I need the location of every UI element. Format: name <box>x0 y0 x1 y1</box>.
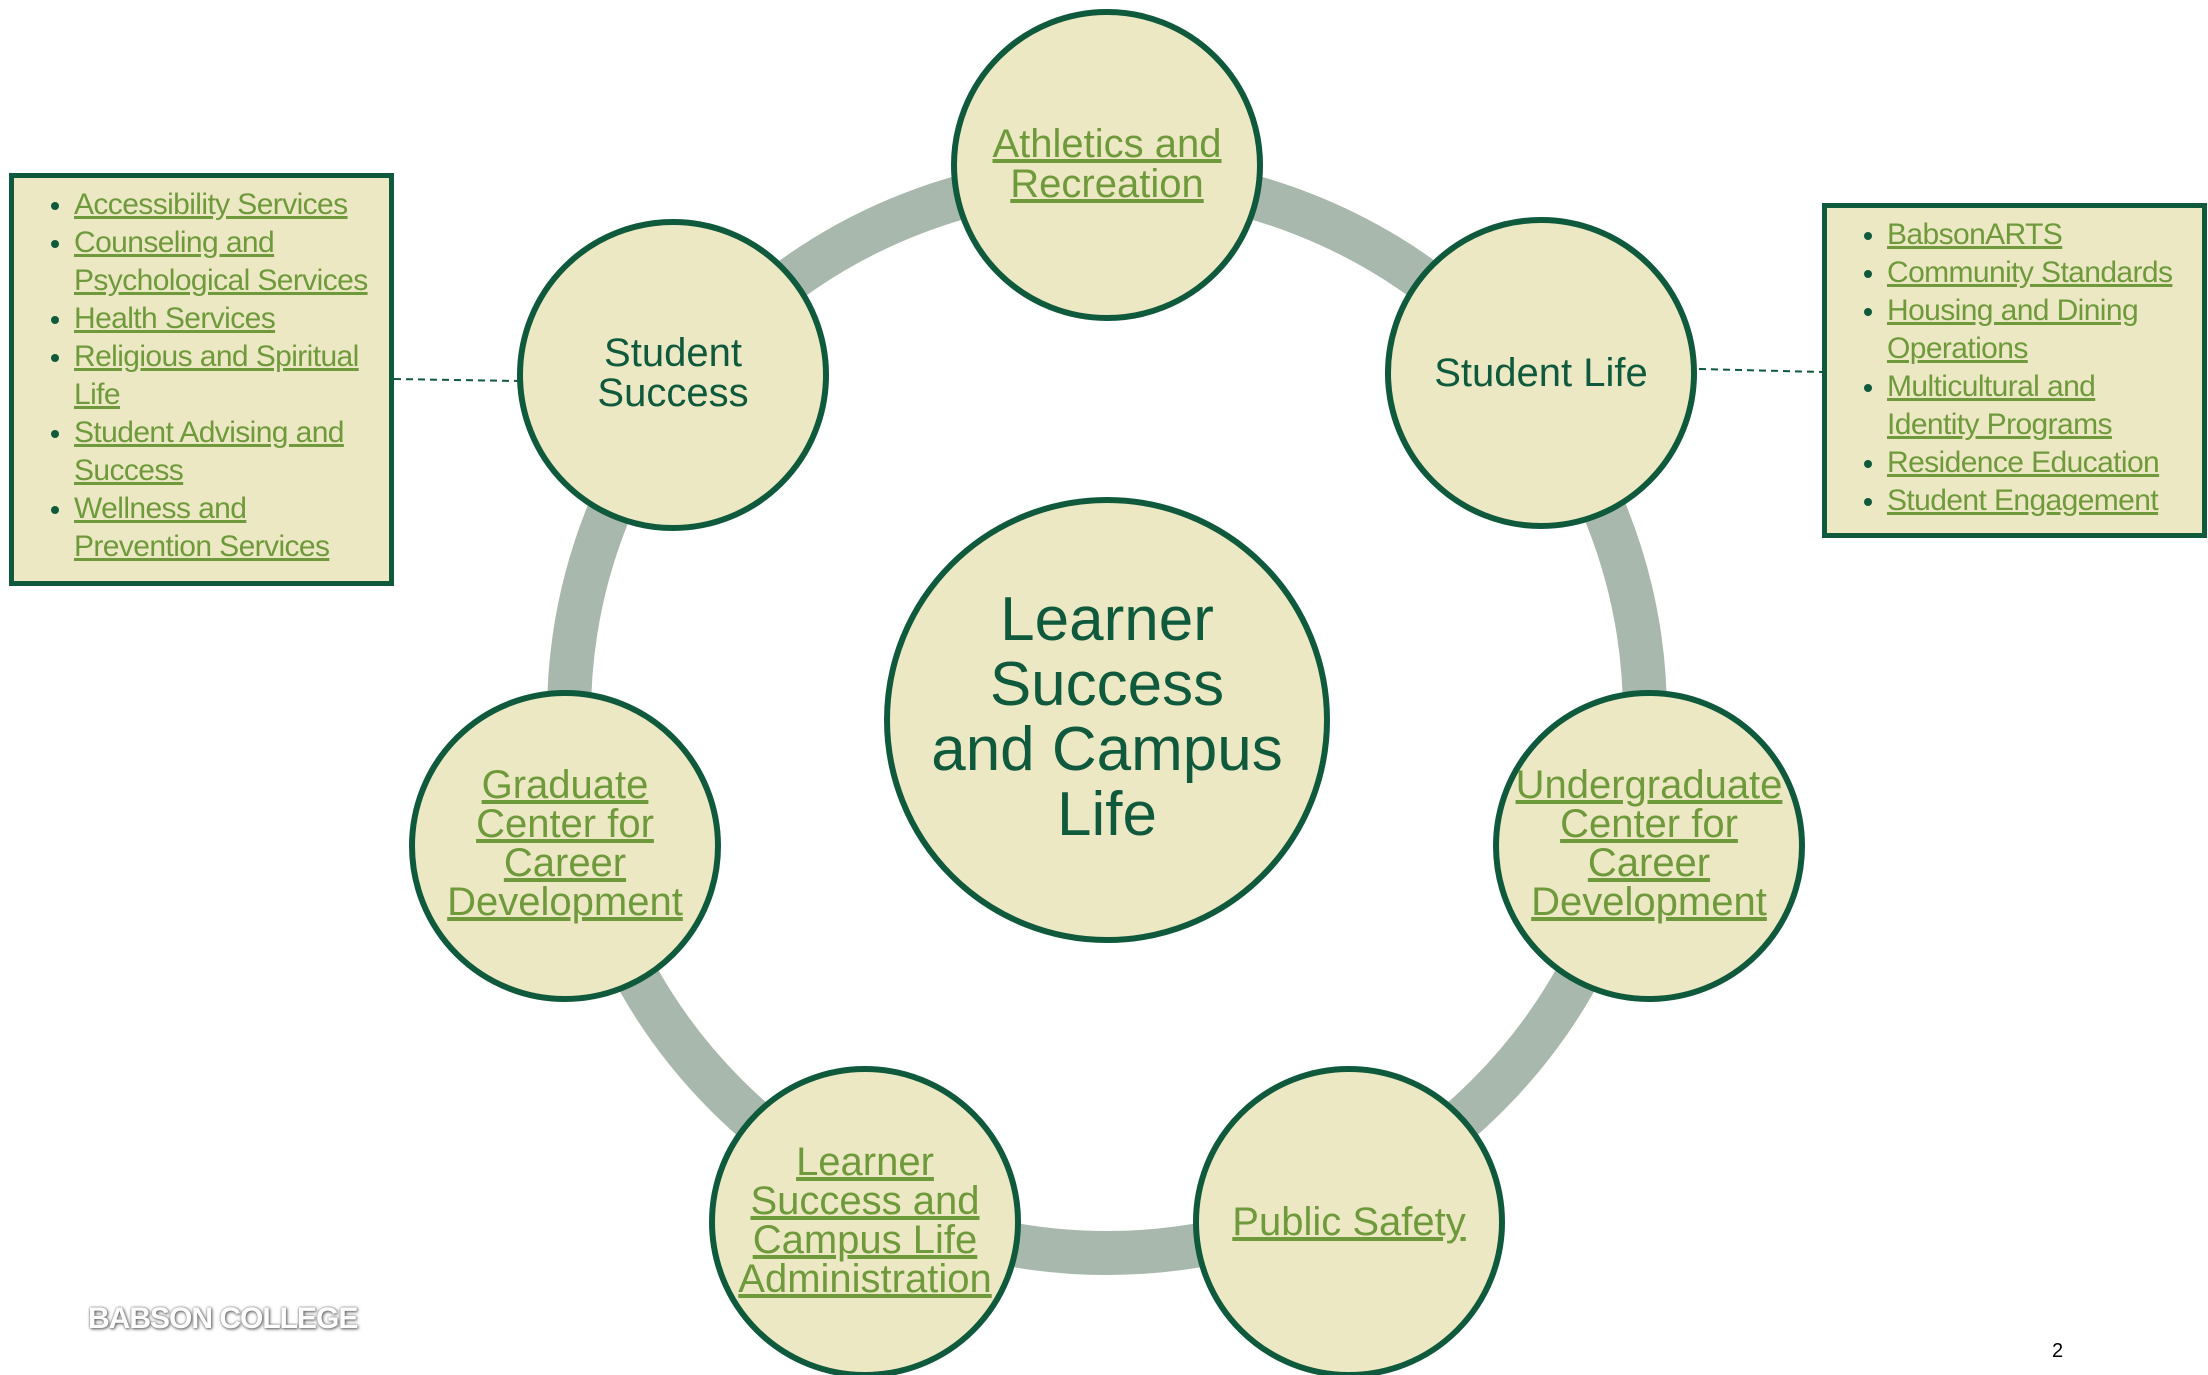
node-lscl-line-4[interactable]: Administration <box>738 1257 991 1301</box>
node-athletics-line-2[interactable]: Recreation <box>1010 162 1203 206</box>
node-lscl-line-3[interactable]: Campus Life <box>753 1218 978 1262</box>
node-student-success-line-1: Student <box>604 331 742 375</box>
dept-link[interactable]: Accessibility Services <box>74 188 348 221</box>
node-student-success-line-2: Success <box>597 371 748 415</box>
node-grad-line-3[interactable]: Career <box>504 841 626 885</box>
node-lscl-line-1[interactable]: Learner <box>796 1140 934 1184</box>
node-undergrad-line-3[interactable]: Career <box>1588 841 1710 885</box>
dept-link[interactable]: Student Advising and Success <box>74 416 344 487</box>
center-line-4: Life <box>1057 780 1157 849</box>
center-line-2: Success <box>990 650 1224 719</box>
page-number: 2 <box>2052 1340 2064 1362</box>
node-grad-line-2[interactable]: Center for <box>476 802 654 846</box>
node-lscl-administration[interactable]: Learner Success and Campus Life Administ… <box>709 1066 1021 1375</box>
connector-left <box>393 378 520 382</box>
dept-link[interactable]: Housing and Dining Operations <box>1887 294 2139 365</box>
node-lscl-line-2[interactable]: Success and <box>750 1179 979 1223</box>
list-item[interactable]: Counseling and Psychological Services <box>74 224 379 300</box>
student-success-departments-box: Accessibility Services Counseling and Ps… <box>9 173 394 586</box>
node-student-success: Student Success <box>517 219 829 531</box>
list-item[interactable]: Student Engagement <box>1887 482 2192 520</box>
center-node: Learner Success and Campus Life <box>884 497 1330 943</box>
list-item[interactable]: Wellness and Prevention Services <box>74 490 379 566</box>
node-undergrad-line-1[interactable]: Undergraduate <box>1516 763 1783 807</box>
list-item[interactable]: Accessibility Services <box>74 186 379 224</box>
node-undergrad-line-4[interactable]: Development <box>1531 880 1767 924</box>
node-undergrad-line-2[interactable]: Center for <box>1560 802 1738 846</box>
dept-link[interactable]: Community Standards <box>1887 256 2173 289</box>
dept-link[interactable]: Multicultural and Identity Programs <box>1887 370 2113 441</box>
list-item[interactable]: Religious and Spiritual Life <box>74 338 379 414</box>
dept-link[interactable]: BabsonARTS <box>1887 218 2063 251</box>
node-graduate-career-development[interactable]: Graduate Center for Career Development <box>409 690 721 1002</box>
list-item[interactable]: Community Standards <box>1887 254 2192 292</box>
student-life-departments-box: BabsonARTS Community Standards Housing a… <box>1822 203 2207 538</box>
dept-link[interactable]: Health Services <box>74 302 276 335</box>
list-item[interactable]: Student Advising and Success <box>74 414 379 490</box>
node-student-life-line-1: Student Life <box>1434 351 1648 395</box>
student-life-departments-list: BabsonARTS Community Standards Housing a… <box>1835 216 2192 520</box>
node-undergraduate-career-development[interactable]: Undergraduate Center for Career Developm… <box>1493 690 1805 1002</box>
dept-link[interactable]: Religious and Spiritual Life <box>74 340 359 411</box>
student-success-departments-list: Accessibility Services Counseling and Ps… <box>22 186 379 566</box>
list-item[interactable]: BabsonARTS <box>1887 216 2192 254</box>
list-item[interactable]: Health Services <box>74 300 379 338</box>
connector-right <box>1698 368 1823 373</box>
node-grad-line-1[interactable]: Graduate <box>482 763 649 807</box>
node-grad-line-4[interactable]: Development <box>447 880 683 924</box>
center-line-3: and Campus <box>931 715 1283 784</box>
node-public-safety[interactable]: Public Safety <box>1193 1066 1505 1375</box>
list-item[interactable]: Multicultural and Identity Programs <box>1887 368 2192 444</box>
list-item[interactable]: Housing and Dining Operations <box>1887 292 2192 368</box>
node-student-life: Student Life <box>1385 217 1697 529</box>
babson-logo: BABSON COLLEGE <box>88 1302 358 1335</box>
node-athletics-line-1[interactable]: Athletics and <box>992 122 1221 166</box>
dept-link[interactable]: Counseling and Psychological Services <box>74 226 368 297</box>
dept-link[interactable]: Student Engagement <box>1887 484 2159 517</box>
list-item[interactable]: Residence Education <box>1887 444 2192 482</box>
node-athletics-recreation[interactable]: Athletics and Recreation <box>951 9 1263 321</box>
dept-link[interactable]: Residence Education <box>1887 446 2160 479</box>
center-line-1: Learner <box>1000 585 1214 654</box>
node-public-safety-line-1[interactable]: Public Safety <box>1232 1200 1465 1244</box>
dept-link[interactable]: Wellness and Prevention Services <box>74 492 330 563</box>
